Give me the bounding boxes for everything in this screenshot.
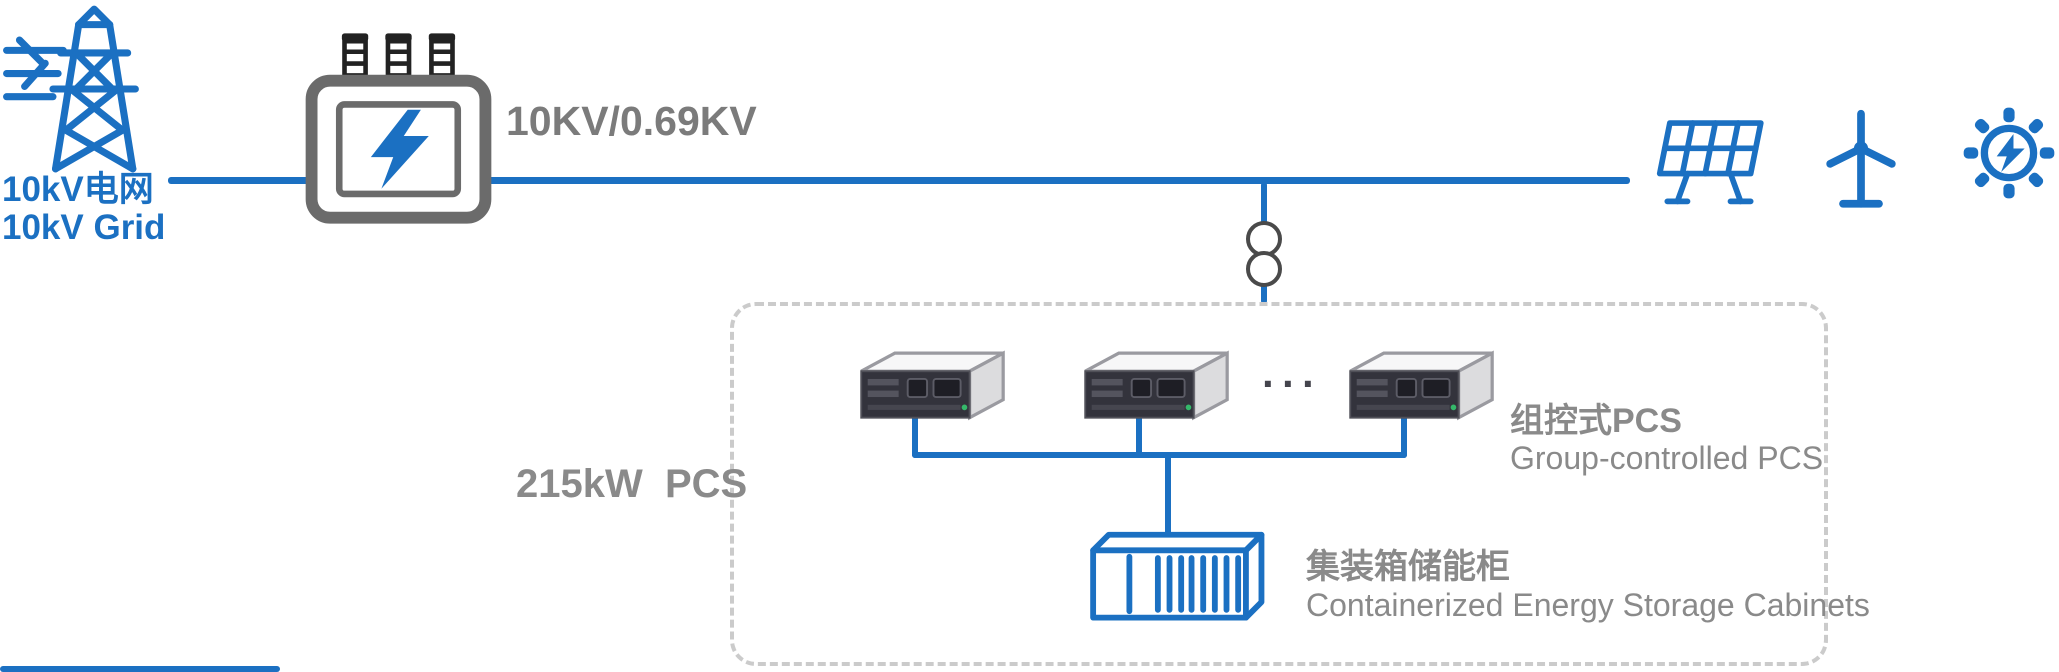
bus-tap-line-upper: [1261, 182, 1267, 228]
transmission-tower-icon: [3, 5, 139, 173]
pcs-server-icon-1: [859, 351, 1005, 420]
bus-tap-line-lower: [1261, 282, 1267, 304]
main-bus-line: [168, 177, 1630, 184]
grid-label-zh: 10kV电网: [2, 170, 154, 209]
transformer-icon: [305, 33, 492, 224]
pcs-group-label-zh: 组控式PCS: [1510, 402, 1682, 440]
solar-panel-icon: [1656, 120, 1764, 205]
storage-label-en: Containerized Energy Storage Cabinets: [1306, 587, 1870, 623]
bottom-edge-line-artifact: [0, 666, 280, 672]
storage-label-zh: 集装箱储能柜: [1306, 548, 1510, 586]
pcs-server-icon-2: [1083, 351, 1229, 420]
pcs-group-boundary-box: [730, 302, 1828, 666]
double-circle-transformer-symbol: [1246, 221, 1282, 287]
container-feed-line: [1165, 452, 1171, 536]
pcs1-drop-line: [912, 410, 918, 458]
pcs-ellipsis: ···: [1262, 360, 1322, 407]
pcs3-drop-line: [1401, 410, 1407, 458]
wind-turbine-icon: [1826, 109, 1896, 208]
generator-gear-icon: [1963, 107, 2055, 199]
pcs-power-label: 215kW PCS: [516, 462, 748, 506]
voltage-ratio-label: 10KV/0.69KV: [506, 98, 757, 144]
container-icon: [1090, 531, 1265, 621]
pcs-group-label-en: Group-controlled PCS: [1510, 440, 1824, 476]
pcs2-drop-line: [1136, 410, 1142, 458]
pcs-server-icon-3: [1348, 351, 1494, 420]
pcs-bus-connector-line: [912, 452, 1407, 458]
grid-label-en: 10kV Grid: [2, 208, 166, 247]
